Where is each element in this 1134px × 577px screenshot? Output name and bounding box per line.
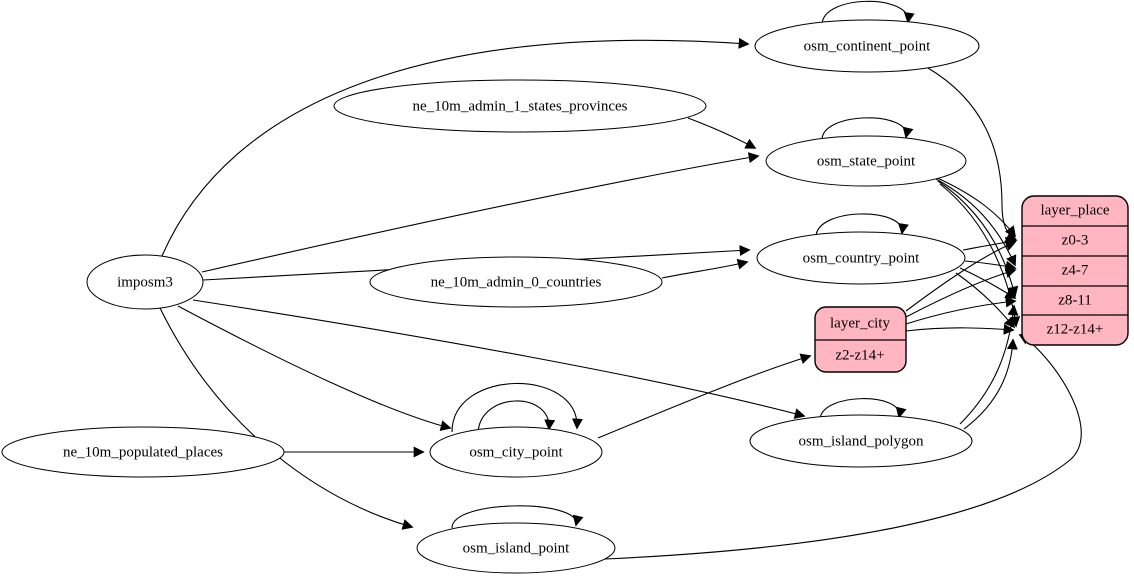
node-osm_country_point: osm_country_point (756, 231, 966, 285)
edge-osm_island_point-layer_place-z12-z14 (604, 334, 1082, 560)
edge-ne_10m_admin_1_states_provinces-osm_state_point (687, 117, 757, 149)
record-row-z8-11: z8-11 (1058, 292, 1092, 308)
selfloop-osm_city_point-inner (477, 400, 556, 434)
node-ne_10m_populated_places: ne_10m_populated_places (1, 426, 285, 478)
edge-osm_city_point-layer_city-z2-z14 (597, 353, 812, 439)
node-label: imposm3 (117, 274, 173, 290)
node-label: osm_island_polygon (798, 433, 924, 449)
edge-imposm3-osm_city_point (177, 305, 452, 431)
record-row-z12-z14: z12-z14+ (1047, 321, 1104, 337)
selfloop-osm_island_point (451, 505, 584, 529)
edge-osm_country_point-layer_place-z8-11 (959, 267, 1017, 299)
node-ellipse (416, 522, 616, 574)
node-ellipse (749, 414, 973, 468)
selfloop-osm_state_point (821, 117, 914, 141)
edge-osm_island_polygon-layer_place-z8-11 (959, 304, 1019, 425)
record-title: layer_place (1040, 202, 1109, 218)
node-label: ne_10m_populated_places (63, 444, 223, 460)
selfloop-osm_continent_point (821, 0, 915, 26)
node-label: osm_continent_point (804, 38, 931, 54)
edge-osm_island_polygon-layer_place-z12-z14 (963, 338, 1018, 430)
node-ne_10m_admin_1_states_provinces: ne_10m_admin_1_states_provinces (333, 79, 707, 133)
edge-imposm3-osm_island_point (159, 307, 414, 530)
node-ellipse (1, 426, 285, 478)
node-ellipse (765, 135, 967, 187)
node-label: osm_state_point (817, 153, 916, 169)
node-osm_island_polygon: osm_island_polygon (749, 414, 973, 468)
edge-imposm3-osm_island_polygon (192, 299, 806, 419)
node-label: ne_10m_admin_0_countries (431, 274, 602, 290)
edge-layer_city-layer_place-z0-3 (905, 240, 1017, 312)
edge-layer_city-layer_place-z8-11 (905, 296, 1017, 325)
record-row-z4-7: z4-7 (1062, 262, 1089, 278)
edge-imposm3-osm_state_point (201, 152, 760, 273)
edge-osm_state_point-layer_place-z0-3 (932, 175, 1016, 238)
selfloop-osm_island_polygon (819, 398, 907, 421)
node-osm_island_point: osm_island_point (416, 522, 616, 574)
edge-osm_state_point-layer_place-z4-7 (935, 178, 1017, 267)
selfloop-osm_city_point-outer (451, 382, 583, 433)
node-osm_continent_point: osm_continent_point (754, 19, 980, 73)
edge-imposm3-osm_continent_point (161, 37, 750, 257)
node-label: osm_country_point (803, 250, 920, 266)
record-row-z2-z14: z2-z14+ (835, 347, 884, 363)
edge-layer_city-layer_place-z4-7 (905, 267, 1017, 318)
node-ne_10m_admin_0_countries: ne_10m_admin_0_countries (369, 256, 663, 308)
node-ellipse (86, 254, 204, 310)
edge-osm_state_point-layer_place-z8-11 (937, 180, 1019, 298)
node-ellipse (369, 256, 663, 308)
edge-layer_city-layer_place-z12-z14 (905, 323, 1015, 335)
edge-osm_country_point-layer_place-z4-7 (964, 260, 1017, 272)
node-imposm3: imposm3 (86, 254, 204, 310)
record-title: layer_city (830, 315, 890, 331)
record-row-z0-3: z0-3 (1062, 232, 1089, 248)
node-ellipse (333, 79, 707, 133)
node-ellipse (754, 19, 980, 73)
node-label: ne_10m_admin_1_states_provinces (413, 98, 628, 114)
node-layer_city: layer_city z2-z14+ (814, 306, 907, 373)
edge-osm_country_point-layer_place-z12-z14 (955, 272, 1016, 329)
node-ellipse (756, 231, 966, 285)
node-osm_city_point: osm_city_point (429, 426, 603, 478)
node-label: osm_city_point (469, 444, 563, 460)
node-ellipse (429, 426, 603, 478)
node-layer_place: layer_place z0-3 z4-7 z8-11 z12-z14+ (1021, 195, 1129, 346)
node-osm_state_point: osm_state_point (765, 135, 967, 187)
selfloop-osm_country_point (815, 213, 909, 238)
edge-ne_10m_admin_0_countries-osm_country_point (661, 258, 749, 279)
record-box (1021, 195, 1129, 346)
node-label: osm_island_point (463, 540, 571, 556)
